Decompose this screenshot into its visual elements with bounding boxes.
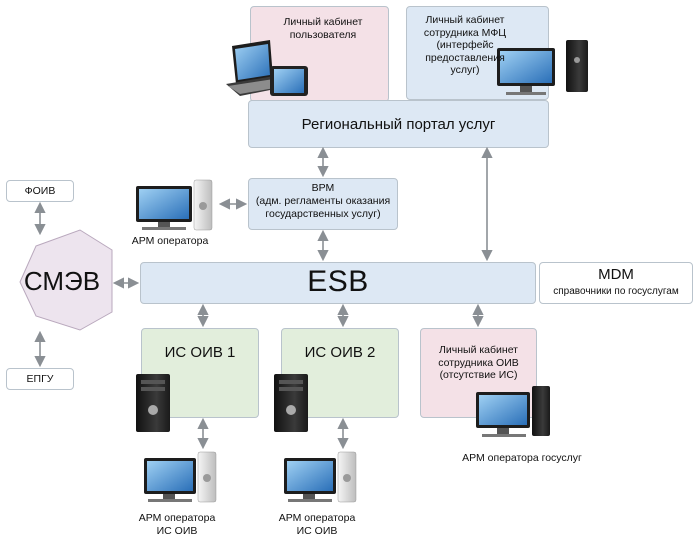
vrm-title: ВРМ (311, 182, 335, 194)
esb-label: ESB (307, 265, 369, 298)
vrm-operator-label: АРМ оператора (131, 235, 209, 247)
user-cabinet-label: Личный кабинет пользователя (283, 16, 363, 41)
foiv-label: ФОИВ (24, 185, 56, 197)
mdm-title: MDM (598, 266, 634, 283)
oiv-operator-label: АРМ оператора госуслуг (462, 452, 582, 464)
vrm-subtitle: (адм. регламенты оказания государственны… (255, 195, 391, 220)
foiv-box (6, 180, 74, 202)
regional-portal-box (248, 100, 549, 148)
epgu-box (6, 368, 74, 390)
server-1-icon (136, 374, 170, 432)
mfc-cabinet-label: Личный кабинет сотрудника МФЦ (интерфейс… (423, 14, 507, 77)
server-2-icon (274, 374, 308, 432)
smev-label: СМЭВ (23, 266, 101, 296)
is-oiv-2-title: ИС ОИВ 2 (304, 344, 376, 361)
vrm-workstation-icon (136, 179, 213, 231)
mdm-box (539, 262, 693, 304)
regional-portal-title: Региональный портал услуг (301, 116, 496, 133)
mdm-subtitle: справочники по госуслугам (553, 286, 679, 297)
arm-2-workstation-icon (284, 451, 357, 503)
epgu-label: ЕПГУ (26, 373, 54, 385)
oiv-desktop-icon (476, 386, 550, 437)
laptop-tablet-icon (226, 40, 308, 96)
arm-1-workstation-icon (144, 451, 217, 503)
connector-arrows (34, 146, 493, 450)
esb-box (140, 262, 536, 304)
arm-1-label: АРМ оператора ИС ОИВ (138, 512, 216, 537)
smev-shape (19, 229, 113, 331)
arm-2-label: АРМ оператора ИС ОИВ (278, 512, 356, 537)
is-oiv-1-title: ИС ОИВ 1 (164, 344, 236, 361)
vrm-box (248, 178, 398, 230)
oiv-cabinet-label: Личный кабинет сотрудника ОИВ (отсутстви… (438, 344, 519, 382)
mfc-desktop-icon (497, 40, 588, 95)
